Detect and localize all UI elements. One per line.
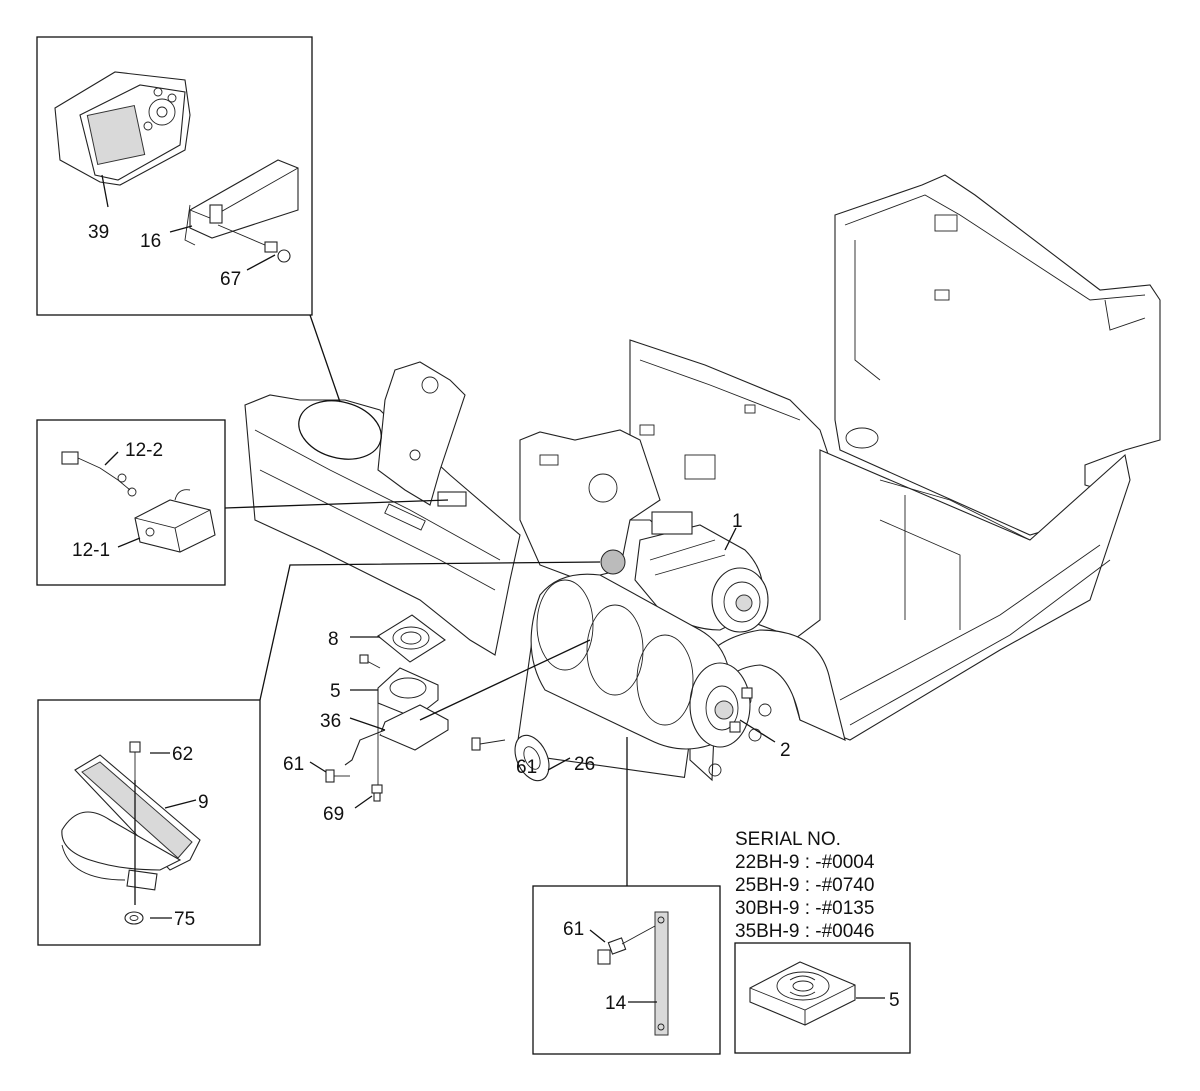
label-75: 75 — [174, 909, 195, 930]
drive-motor-assembly-2 — [515, 573, 753, 779]
label-36: 36 — [320, 711, 341, 732]
serial-line-4: 35BH-9 : -#0046 — [735, 921, 874, 942]
label-69: 69 — [323, 804, 344, 825]
label-14: 14 — [605, 993, 627, 1014]
label-61-c: 61 — [563, 919, 584, 940]
serial-title: SERIAL NO. — [735, 829, 841, 850]
screw-67 — [217, 224, 291, 263]
label-1: 1 — [732, 511, 743, 532]
horn-assembly — [471, 734, 550, 782]
wire-harness — [61, 451, 137, 497]
inset-fan: 5 — [734, 942, 911, 1054]
inset-display: 39 16 67 — [36, 36, 313, 316]
serial-note: SERIAL NO. 22BH-9 : -#0004 25BH-9 : -#07… — [735, 829, 875, 942]
label-39: 39 — [88, 222, 109, 243]
label-2: 2 — [780, 740, 791, 761]
label-5-b: 5 — [889, 990, 900, 1011]
bolt-62 — [129, 741, 141, 780]
label-26: 26 — [574, 754, 595, 775]
inset-pedal: 62 9 75 — [37, 699, 261, 946]
fan-assembly — [325, 614, 449, 802]
fan-bracket — [379, 704, 449, 751]
washer-75 — [124, 911, 144, 925]
inset-switch: 12-2 12-1 — [36, 419, 226, 586]
label-12-2: 12-2 — [125, 440, 163, 461]
serial-line-2: 25BH-9 : -#0740 — [735, 875, 874, 896]
ground-strap — [654, 911, 669, 1036]
label-12-1: 12-1 — [72, 540, 110, 561]
label-5: 5 — [330, 681, 341, 702]
seat-switch — [134, 489, 216, 553]
cooling-fan-alt — [749, 961, 856, 1026]
label-62: 62 — [172, 744, 193, 765]
serial-line-1: 22BH-9 : -#0004 — [735, 852, 875, 873]
fan-guard — [377, 614, 446, 663]
label-8: 8 — [328, 629, 339, 650]
bolt-61-horn — [471, 737, 506, 751]
label-16: 16 — [140, 231, 161, 252]
inset-ground-strap: 61 14 — [532, 885, 721, 1055]
display-unit — [54, 71, 191, 186]
label-67: 67 — [220, 269, 241, 290]
bolt-61-left — [325, 769, 350, 783]
bolt-61-strap — [597, 925, 656, 965]
label-61-a: 61 — [283, 754, 304, 775]
label-61-b: 61 — [516, 757, 537, 778]
horn — [514, 734, 550, 782]
dashboard-cowl — [244, 361, 626, 656]
controller-box — [184, 159, 299, 246]
label-9: 9 — [198, 792, 209, 813]
motor-assembly-1 — [634, 511, 769, 633]
serial-line-3: 30BH-9 : -#0135 — [735, 898, 874, 919]
main-labels: 1 8 5 36 61 69 61 26 2 — [283, 511, 791, 825]
screw-69 — [371, 784, 383, 802]
leader-lines — [224, 314, 776, 886]
